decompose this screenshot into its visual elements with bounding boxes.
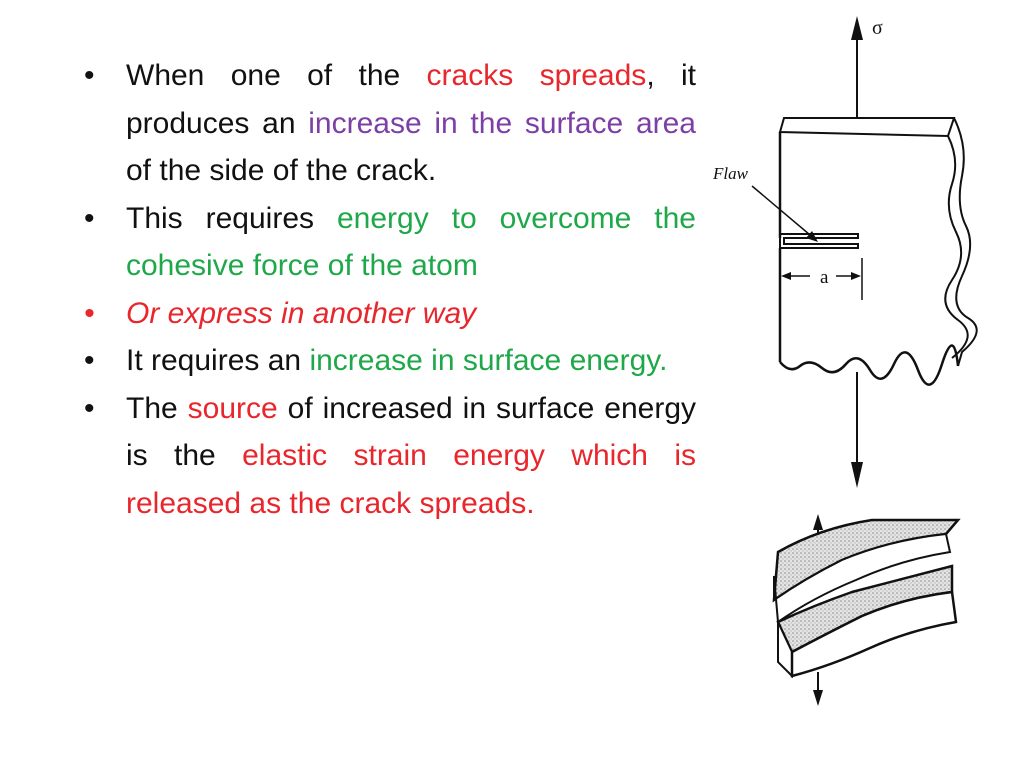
highlight-energy-overcome: energy to overcome the cohesive force of… bbox=[126, 201, 696, 283]
plate-specimen bbox=[778, 117, 978, 386]
highlight-increase-surface-area: increase in the surface area bbox=[308, 106, 696, 140]
crack-length-dimension bbox=[779, 258, 863, 300]
bullet-text: This requires energy to overcome the coh… bbox=[126, 202, 696, 283]
crack-diagram: σ a Flaw bbox=[712, 16, 978, 706]
bullet-item-1: • When one of the cracks spreads, it pro… bbox=[84, 52, 696, 195]
text-run: This requires bbox=[126, 201, 337, 235]
text-run: The bbox=[126, 391, 188, 425]
flaw-pointer bbox=[751, 185, 818, 242]
highlight-elastic-strain-energy: elastic strain energy which is released … bbox=[126, 439, 697, 520]
bullet-dot: • bbox=[84, 296, 95, 330]
bullet-item-4: • It requires an increase in surface ene… bbox=[84, 337, 696, 385]
stress-symbol: σ bbox=[872, 17, 883, 39]
bullet-text: The source of increased in surface energ… bbox=[126, 392, 696, 520]
bullet-item-3: • Or express in another way bbox=[84, 290, 696, 338]
text-run: of the side of the crack. bbox=[126, 154, 437, 187]
text-run: , it produces an bbox=[126, 59, 696, 140]
crack-length-label: a bbox=[820, 267, 829, 288]
bullet-dot: • bbox=[84, 344, 95, 377]
bullet-text: It requires an increase in surface energ… bbox=[126, 344, 667, 377]
text-run: It requires an bbox=[126, 344, 310, 377]
bullet-item-2: • This requires energy to overcome the c… bbox=[84, 195, 696, 290]
tensile-stress-arrow-top bbox=[851, 16, 863, 120]
bullet-text: When one of the cracks spreads, it produ… bbox=[126, 59, 696, 187]
highlight-increase-surface-energy: increase in surface energy. bbox=[309, 344, 668, 377]
text-run: When one of the bbox=[126, 59, 427, 92]
bullet-dot: • bbox=[84, 391, 95, 425]
bullet-item-5: • The source of increased in surface ene… bbox=[84, 385, 696, 528]
highlight-source: source bbox=[187, 391, 278, 425]
text-run: of increased in surface energy is the bbox=[126, 391, 697, 473]
bullet-text: Or express in another way bbox=[126, 297, 476, 330]
text-run: Or express in another way bbox=[126, 296, 477, 330]
bullet-dot: • bbox=[84, 201, 95, 235]
tensile-stress-arrow-bottom bbox=[851, 372, 863, 488]
bullet-list: • When one of the cracks spreads, it pro… bbox=[84, 52, 696, 527]
highlight-cracks-spreads: cracks spreads bbox=[426, 59, 647, 92]
bullet-dot: • bbox=[84, 59, 95, 92]
flaw-label: Flaw bbox=[712, 164, 749, 183]
cleaved-block-illustration bbox=[772, 514, 961, 706]
